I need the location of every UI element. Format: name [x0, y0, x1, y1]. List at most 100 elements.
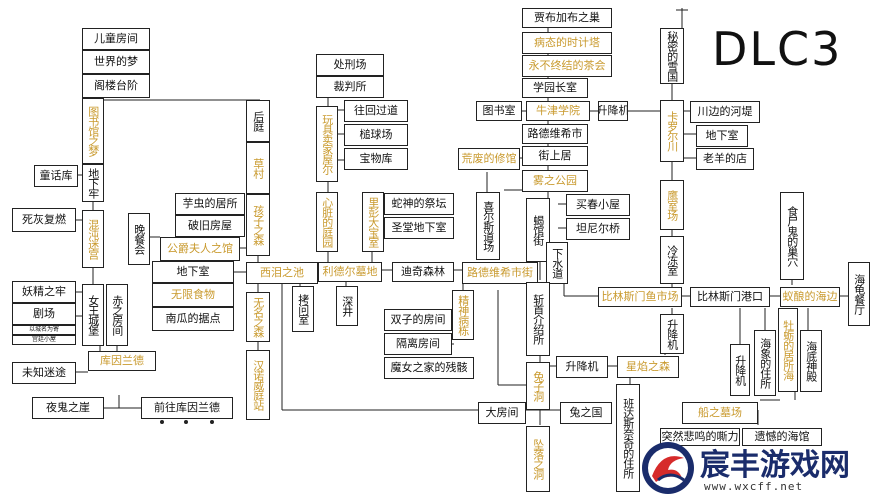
site-watermark: 宸丰游戏网 www.wxcff.net [640, 436, 889, 500]
node-torture-room: 拷问室 [292, 286, 314, 332]
node-brothel: 买春小屋 [566, 194, 630, 216]
node-walrus-home: 海象的住所 [754, 330, 776, 396]
node-infinite-food: 无限食物 [152, 283, 234, 307]
node-attic-stairs: 阁楼台阶 [82, 74, 150, 98]
node-dinner-party: 晚餐会 [128, 213, 150, 265]
node-liddell-cemetery: 利德尔墓地 [318, 262, 382, 282]
node-rabbit-hole: 兔子洞 [526, 362, 550, 410]
node-theater: 剧场 [12, 303, 76, 325]
node-oxford-college: 牛津学院 [526, 101, 590, 121]
node-sheep-shop: 老羊的店 [696, 148, 754, 170]
node-queen-castle: 女王城堡 [82, 284, 104, 346]
node-elevator-4: 升降机 [730, 344, 750, 396]
node-fairy-prison: 妖精之牢 [12, 281, 76, 303]
node-elevator-3: 升降机 [660, 314, 684, 354]
node-hiles-dojo: 喜尔斯道场 [476, 192, 500, 260]
node-secret-snow: 秘密的雪国 [660, 28, 684, 84]
node-ship-graveyard: 船之墓场 [682, 402, 758, 424]
watermark-site-url: www.wxcff.net [704, 480, 804, 493]
node-abandoned-chapel: 荒废的修馆 [458, 148, 520, 170]
node-pumpkin-base: 南瓜的据点 [152, 307, 234, 331]
node-temple-basement: 圣堂地下室 [384, 217, 454, 239]
node-twins-room: 双子的房间 [384, 309, 452, 331]
node-serpent-altar: 蛇神的祭坛 [384, 193, 454, 215]
node-isolation-room: 隔离房间 [384, 333, 452, 355]
node-execution-ground: 处刑场 [316, 54, 384, 76]
node-sick-clocktower: 病态的时计塔 [522, 32, 612, 54]
node-scorpion-street: 蝎馆街 [526, 198, 550, 262]
node-toy-seller: 玩具卖家屋尔 [316, 106, 338, 182]
node-elevator-1: 升降机 [598, 101, 628, 121]
node-to-queenland: 前往库因兰德 [141, 397, 233, 419]
node-large-room: 大房间 [478, 402, 526, 424]
node-principal-room: 学园长室 [522, 78, 588, 98]
node-hanover-station: 汉诺威庭站 [246, 350, 270, 420]
node-sewer: 下水道 [546, 242, 568, 284]
node-eagle-field: 鹰室场 [660, 180, 684, 230]
node-ludwig-street: 路德维希市街 [462, 262, 538, 284]
node-oyster-home: 牡蛎的居所海 [778, 308, 798, 392]
node-ghoul-nest: 食尸鬼的巢穴 [780, 192, 804, 280]
node-basement-2: 地下室 [696, 125, 748, 147]
node-jabberwock-nest: 贾布加布之巢 [522, 8, 612, 28]
dragon-logo-icon [642, 442, 694, 494]
node-world-dream: 世界的梦 [82, 50, 150, 74]
node-unknown-path: 未知迷途 [12, 362, 76, 384]
node-nightmare-cliff: 夜鬼之崖 [32, 397, 104, 419]
node-undersea-temple: 海底神殿 [800, 330, 822, 392]
node-heart-garden: 心脏的庭园 [316, 192, 338, 252]
node-star-flame-forest: 星焰之森 [617, 356, 679, 378]
node-ant-seaside: 蚁酿的海边 [780, 287, 840, 307]
node-riverbank: 川边的河堤 [690, 101, 760, 123]
node-croquet-field: 槌球场 [344, 124, 408, 146]
node-chaos-maze: 混沌迷宫 [82, 210, 104, 268]
node-old-house: 破旧房屋 [175, 215, 245, 237]
node-billingsgate-market: 比林斯门鱼市场 [598, 287, 682, 307]
node-endless-tea: 永不终结的茶会 [522, 55, 612, 77]
node-witch-house-ruins: 魔女之家的残骸 [384, 357, 474, 379]
node-note-castle: 以城名为寄 [12, 325, 76, 335]
node-carroll-river: 卡罗尔川 [660, 100, 684, 162]
node-caterpillar-home: 芋虫的居所 [175, 193, 245, 215]
node-tenniel-bridge: 坦尼尔桥 [566, 218, 630, 240]
node-note-cottage: 宫廷小屋 [12, 335, 76, 345]
node-freezer: 冷冻室 [660, 236, 684, 284]
node-queenland: 库因兰德 [88, 351, 156, 371]
node-fog-park: 雾之公园 [522, 170, 588, 192]
node-elevator-2: 升降机 [556, 356, 608, 378]
watermark-site-name: 宸丰游戏网 [700, 448, 850, 483]
node-nameless-forest: 无名之森 [246, 292, 270, 342]
node-deep-well: 深井 [336, 286, 358, 326]
node-billingsgate-port: 比林斯门港口 [690, 287, 770, 307]
node-asylum: 精神病栋 [452, 290, 474, 340]
node-backyard: 后庭 [246, 100, 270, 142]
node-library-dream: 图书馆之梦 [82, 98, 104, 164]
node-dickey-forest: 迪奇森林 [392, 262, 454, 282]
node-tear-pool: 西泪之池 [246, 262, 318, 284]
node-street-residence: 街上居 [522, 146, 588, 166]
node-sudden-scream: 突然悲鸣的嘶力 [660, 428, 740, 446]
node-ludwig-city: 路德维希市 [522, 124, 588, 144]
node-resurgence: 死灰复燃 [12, 208, 76, 232]
node-rabbit-kingdom: 兔之国 [560, 402, 612, 424]
node-courthouse: 裁判所 [316, 76, 384, 98]
node-turtle-restaurant: 海龟餐厅 [848, 262, 870, 326]
node-library-room: 图书室 [476, 101, 522, 121]
node-grass-village: 草村 [246, 142, 270, 194]
node-falling-hole: 坠落之洞 [526, 426, 550, 492]
node-return-corridor: 往回过道 [344, 100, 408, 122]
node-basement-1: 地下室 [152, 261, 234, 283]
node-ripon-treasury: 里彭大宝室 [362, 192, 384, 252]
node-child-forest: 孩子之森 [246, 194, 270, 256]
node-dungeon: 地下牢 [82, 164, 104, 202]
node-duchess-manor: 公爵夫人之馆 [160, 237, 240, 261]
node-children-room: 儿童房间 [82, 28, 150, 50]
node-beheading-agency: 斩首介绍所 [526, 282, 550, 356]
node-treasury: 宝物库 [344, 148, 408, 170]
node-red-room: 赤之房间 [106, 284, 128, 346]
dlc-title: DLC3 [712, 22, 843, 76]
node-bandersnatch-home: 班达斯奈奇的住所 [616, 384, 640, 492]
node-fairytale-vault: 童话库 [34, 165, 78, 187]
node-regret-sea-hall: 遗憾的海馆 [742, 428, 822, 446]
